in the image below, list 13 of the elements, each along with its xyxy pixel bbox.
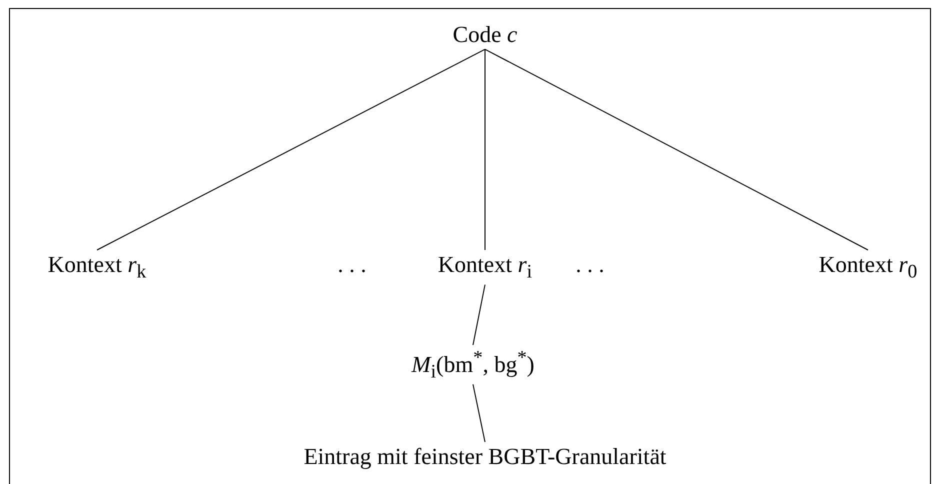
connector-line — [484, 48, 868, 250]
node-label: Kontext r$_{k}$ — [48, 250, 146, 285]
node-label: Code c — [452, 20, 518, 50]
node-label: Kontext r$_{i}$ — [438, 250, 532, 285]
connector-line — [472, 384, 486, 442]
node-label: Eintrag mit feinster BGBT-Granularität — [304, 442, 666, 472]
connector-line — [96, 48, 486, 250]
node-label: M$_{i}$(bm$^{*}$, bg$^{*}$) — [412, 345, 534, 384]
ellipsis-label: . . . — [576, 252, 604, 278]
node-label: Kontext r$_{0}$ — [818, 250, 918, 285]
connector-line — [472, 284, 486, 346]
connector-line — [484, 48, 486, 250]
ellipsis-label: . . . — [338, 252, 366, 278]
